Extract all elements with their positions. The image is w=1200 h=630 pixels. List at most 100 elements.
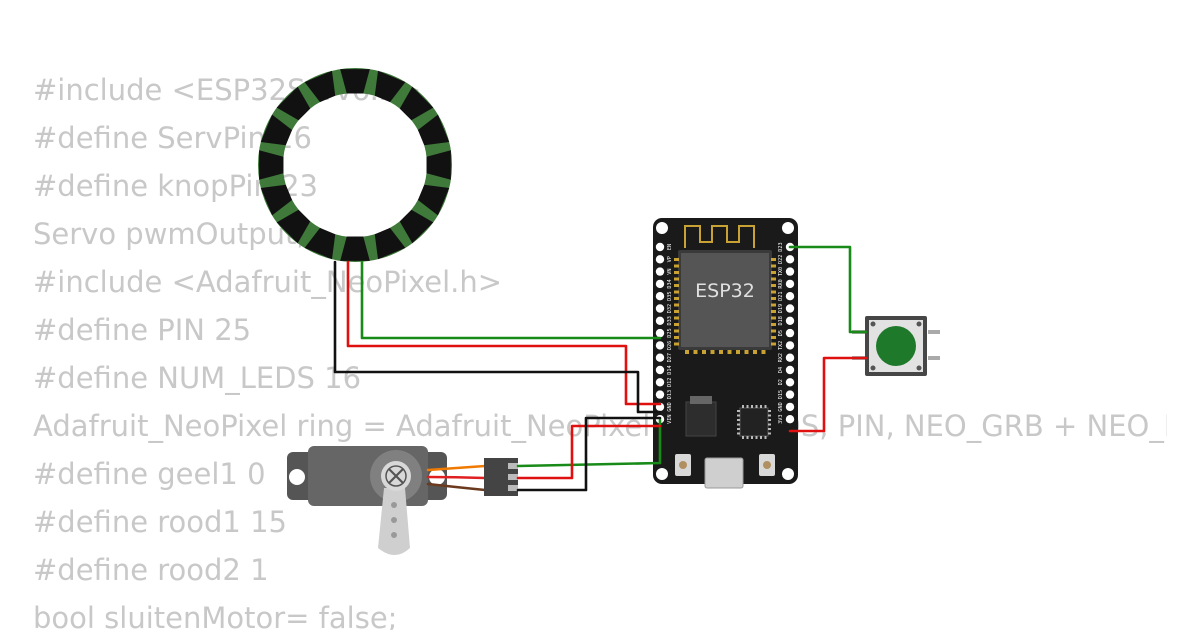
header-pin[interactable] xyxy=(785,378,795,387)
chip-pin xyxy=(746,405,749,408)
header-pin[interactable] xyxy=(655,242,665,252)
module-pad xyxy=(771,329,776,333)
pin-label: GND xyxy=(778,402,784,411)
header-pin[interactable] xyxy=(785,402,795,412)
wire-servo-ground[interactable] xyxy=(516,416,662,492)
chip-pin xyxy=(751,436,753,439)
chip-pin xyxy=(768,410,771,412)
wire-ring-din[interactable] xyxy=(360,260,662,340)
pushbutton[interactable] xyxy=(852,316,940,376)
header-pin[interactable] xyxy=(785,390,795,399)
neopixel-led xyxy=(399,209,434,244)
neopixel-ring[interactable] xyxy=(258,68,452,262)
wire-ring-gnd[interactable] xyxy=(333,260,662,414)
module-pad xyxy=(674,303,679,307)
chip-pin xyxy=(746,436,749,439)
chip-pin xyxy=(742,436,744,439)
header-pin[interactable] xyxy=(655,341,665,350)
header-pin[interactable] xyxy=(785,353,795,362)
wire-button-signal[interactable] xyxy=(788,245,868,334)
pin-label: VN xyxy=(667,268,673,274)
code-line: #define geel1 0 xyxy=(33,457,266,491)
pin-label: D2 xyxy=(778,379,784,385)
chip-pin xyxy=(768,432,771,435)
header-pin[interactable] xyxy=(785,328,795,338)
module-pad xyxy=(771,277,776,281)
header-pin[interactable] xyxy=(655,316,665,325)
header-pin[interactable] xyxy=(785,341,795,350)
neopixel-led xyxy=(276,86,311,121)
connector-pin xyxy=(508,463,518,469)
module-pad xyxy=(674,316,679,320)
wire-servo-power[interactable] xyxy=(516,424,662,480)
chip-pin xyxy=(737,414,740,417)
pin-label: TX2 xyxy=(778,341,784,350)
pin-label: D14 xyxy=(667,365,673,374)
header-pin[interactable] xyxy=(785,365,795,375)
module-pad xyxy=(736,350,740,354)
wire-ring-vcc[interactable] xyxy=(346,260,662,406)
servo-wire-power xyxy=(426,475,487,480)
header-pin[interactable] xyxy=(655,378,665,387)
header-pin[interactable] xyxy=(655,304,665,313)
header-pin[interactable] xyxy=(655,279,665,289)
pin-label: D34 xyxy=(667,279,673,288)
screw-outline xyxy=(385,465,407,487)
pin-label: VIN xyxy=(667,415,673,424)
chip-pin xyxy=(768,428,771,430)
pin-label: RX0 xyxy=(778,279,784,288)
pin-label: 3V3 xyxy=(778,415,784,424)
module-pad xyxy=(685,350,689,354)
code-line: #define PIN 25 xyxy=(33,313,252,347)
chip-pin xyxy=(768,423,771,426)
chip-pin xyxy=(764,436,767,439)
pin-label: D12 xyxy=(667,378,673,387)
wire-servo-signal[interactable] xyxy=(516,418,662,468)
servo-mount-hole xyxy=(289,469,305,485)
button-cap[interactable] xyxy=(876,326,916,366)
header-pin[interactable] xyxy=(785,292,795,301)
header-pin[interactable] xyxy=(785,255,795,264)
pin-label: D15 xyxy=(778,390,784,399)
pin-label: RX2 xyxy=(778,353,784,362)
module-pad xyxy=(674,310,679,313)
header-pin[interactable] xyxy=(655,328,665,338)
button-corner xyxy=(916,365,922,371)
module-pad xyxy=(674,258,679,261)
chip-label: ESP32 xyxy=(695,280,755,302)
micro-usb-port xyxy=(704,457,744,489)
module-pad xyxy=(693,350,698,354)
header-pin[interactable] xyxy=(785,304,795,313)
chip-pin xyxy=(755,405,758,408)
header-pin[interactable] xyxy=(785,316,795,325)
wire-button-power[interactable] xyxy=(788,356,868,433)
pin-label: D13 xyxy=(667,390,673,399)
chip-pins xyxy=(737,405,771,439)
module-pad xyxy=(674,290,679,294)
mounting-hole xyxy=(656,222,668,234)
header-pin[interactable] xyxy=(785,415,795,424)
module-pad xyxy=(771,310,776,313)
module-pad xyxy=(674,264,679,268)
esp32-board[interactable]: ESP32 ENVPVND34D35D32D33D25D26D27D14D12D… xyxy=(653,218,798,489)
header-pin[interactable] xyxy=(655,267,665,276)
button-corner xyxy=(916,321,922,327)
pin-label: VP xyxy=(667,256,673,262)
header-pin[interactable] xyxy=(655,255,665,264)
header-pin[interactable] xyxy=(655,390,665,399)
header-pin[interactable] xyxy=(785,279,795,289)
module-pad xyxy=(771,297,776,300)
chip-pin xyxy=(768,419,771,421)
header-pin[interactable] xyxy=(655,353,665,362)
code-line: #include <Adafruit_NeoPixel.h> xyxy=(33,265,503,299)
module-pad xyxy=(771,258,776,261)
header-pin[interactable] xyxy=(655,365,665,375)
header-pin[interactable] xyxy=(655,292,665,301)
module-pad xyxy=(674,323,679,326)
mounting-hole xyxy=(782,222,794,234)
chip-pin xyxy=(737,432,740,435)
neopixel-led xyxy=(260,114,293,146)
voltage-regulator xyxy=(685,401,717,437)
servo-motor[interactable] xyxy=(287,446,518,555)
header-pin[interactable] xyxy=(785,267,795,276)
